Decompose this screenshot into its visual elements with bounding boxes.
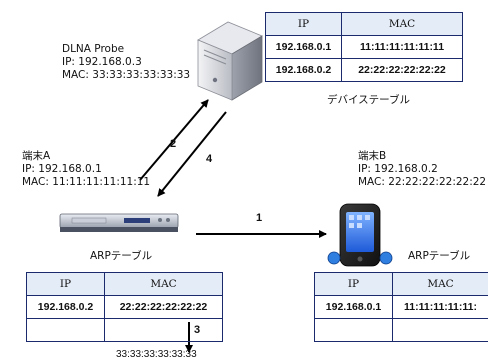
device-table-caption: デバイステーブル — [327, 94, 411, 106]
arp-a-header: IP MAC — [26, 272, 223, 296]
table-row: 192.168.0.2 22:22:22:22:22:22 — [26, 295, 223, 319]
recorder-icon — [59, 213, 179, 232]
column-header: MAC — [392, 272, 488, 296]
arp-b-header: IP MAC — [314, 272, 488, 296]
table-cell: 11:11:11:11:11:11 — [341, 35, 463, 59]
arrow-step-2 — [139, 99, 209, 181]
terminal-a-name: 端末A — [22, 150, 51, 162]
table-row — [26, 318, 223, 342]
terminal-b-name: 端末B — [358, 150, 387, 162]
column-header: IP — [314, 272, 393, 296]
arp-a-caption: ARPテーブル — [90, 250, 153, 262]
table-cell: 11:11:11:11:11: — [392, 295, 488, 319]
table-cell: 22:22:22:22:22:22 — [104, 295, 223, 319]
column-header: IP — [265, 12, 342, 36]
terminal-b-mac: MAC: 22:22:22:22:22:22 — [358, 176, 487, 188]
arrow-step-4 — [157, 111, 227, 197]
probe-name: DLNA Probe — [62, 43, 125, 55]
device-table-header: IP MAC — [265, 12, 463, 36]
table-cell — [392, 318, 488, 342]
arp-a-rewrite-value: 33:33:33:33:33:33 — [116, 349, 197, 360]
column-header: MAC — [104, 272, 223, 296]
column-header: MAC — [341, 12, 463, 36]
table-cell — [314, 318, 393, 342]
table-cell: 22:22:22:22:22:22 — [341, 58, 463, 82]
probe-ip: IP: 192.168.0.3 — [62, 56, 142, 68]
arp-b-caption: ARPテーブル — [408, 250, 471, 262]
table-cell: 192.168.0.1 — [314, 295, 393, 319]
phone-icon — [327, 203, 393, 267]
table-cell — [104, 318, 223, 342]
column-header: IP — [26, 272, 105, 296]
terminal-a-mac: MAC: 11:11:11:11:11:11 — [22, 176, 151, 188]
table-cell: 192.168.0.2 — [265, 58, 342, 82]
table-row — [314, 318, 488, 342]
probe-info: DLNA Probe IP: 192.168.0.3 MAC: 33:33:33… — [62, 43, 190, 82]
table-cell: 192.168.0.2 — [26, 295, 105, 319]
table-cell — [26, 318, 105, 342]
terminal-a-info: 端末A IP: 192.168.0.1 MAC: 11:11:11:11:11:… — [22, 150, 150, 189]
server-icon — [197, 21, 263, 101]
terminal-b-info: 端末B IP: 192.168.0.2 MAC: 22:22:22:22:22:… — [358, 150, 486, 189]
arp-table-a: IP MAC 192.168.0.2 22:22:22:22:22:22 — [26, 272, 223, 342]
table-row: 192.168.0.1 11:11:11:11:11: — [314, 295, 488, 319]
arp-table-b: IP MAC 192.168.0.1 11:11:11:11:11: — [314, 272, 488, 342]
terminal-a-ip: IP: 192.168.0.1 — [22, 163, 102, 175]
table-row: 192.168.0.2 22:22:22:22:22:22 — [265, 58, 463, 82]
device-table: IP MAC 192.168.0.1 11:11:11:11:11:11 192… — [265, 12, 463, 82]
table-row: 192.168.0.1 11:11:11:11:11:11 — [265, 35, 463, 59]
step-2-label: 2 — [170, 138, 177, 150]
table-cell: 192.168.0.1 — [265, 35, 342, 59]
step-1-label: 1 — [256, 212, 263, 224]
terminal-b-ip: IP: 192.168.0.2 — [358, 163, 438, 175]
step-4-label: 4 — [206, 153, 213, 165]
probe-mac: MAC: 33:33:33:33:33:33 — [62, 69, 191, 81]
